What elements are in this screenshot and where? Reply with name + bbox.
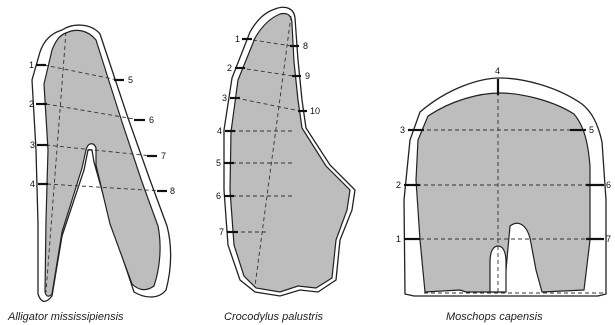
alligator-label-4: 4 (30, 179, 35, 189)
alligator-label-5: 5 (128, 75, 133, 85)
alligator-label-6: 6 (149, 115, 154, 125)
crocodylus-label-8: 8 (303, 41, 308, 51)
moschops-caption: Moschops capensis (446, 311, 543, 323)
moschops-label-4: 4 (495, 66, 500, 76)
alligator-caption: Alligator mississipiensis (7, 311, 124, 323)
crocodylus-label-7: 7 (219, 227, 224, 237)
crocodylus-label-2: 2 (227, 63, 232, 73)
moschops-label-1: 1 (396, 234, 401, 244)
crocodylus-label-4: 4 (217, 126, 222, 136)
alligator-label-2: 2 (29, 99, 34, 109)
moschops-label-5: 5 (589, 125, 594, 135)
panel-alligator: 1 2 3 4 5 6 7 8 Alligator mississipiensi… (7, 25, 175, 323)
crocodylus-bone (230, 13, 350, 292)
alligator-label-3: 3 (30, 140, 35, 150)
alligator-label-8: 8 (170, 186, 175, 196)
crocodylus-label-9: 9 (305, 71, 310, 81)
moschops-label-3: 3 (400, 125, 405, 135)
panel-crocodylus: 1 2 3 4 5 6 7 8 9 10 Crocodylus palustri… (216, 7, 355, 323)
moschops-label-2: 2 (396, 180, 401, 190)
crocodylus-label-5: 5 (216, 158, 221, 168)
crocodylus-label-1: 1 (235, 34, 240, 44)
crocodylus-label-10: 10 (310, 106, 320, 116)
crocodylus-caption: Crocodylus palustris (224, 311, 324, 323)
moschops-label-6: 6 (606, 180, 611, 190)
alligator-label-7: 7 (161, 151, 166, 161)
panel-moschops: 1 2 3 4 5 6 7 Moschops capensis (396, 66, 611, 323)
crocodylus-label-3: 3 (222, 93, 227, 103)
moschops-label-7: 7 (606, 234, 611, 244)
alligator-label-1: 1 (29, 60, 34, 70)
crocodylus-label-6: 6 (216, 191, 221, 201)
